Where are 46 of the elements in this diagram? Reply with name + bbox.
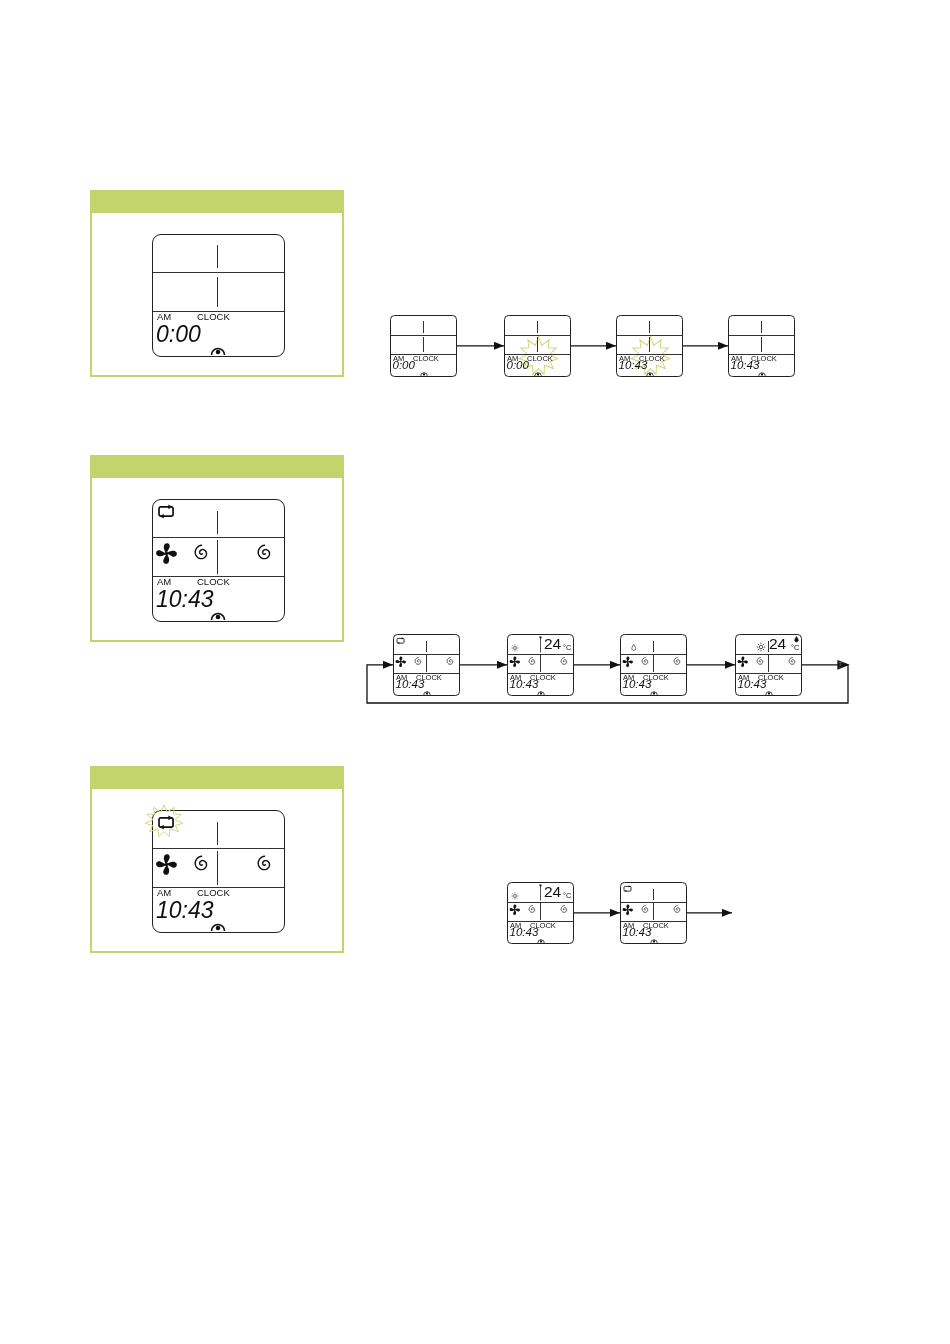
clock-label: CLOCK bbox=[197, 577, 230, 587]
time-readout: 10:43 bbox=[737, 679, 767, 691]
time-readout: 10:43 bbox=[622, 679, 652, 691]
arrow bbox=[685, 660, 736, 669]
arrow bbox=[366, 660, 850, 704]
lcd-display bbox=[152, 234, 285, 357]
arrow bbox=[681, 341, 729, 350]
time-readout: 10:43 bbox=[622, 927, 652, 939]
lcd-display bbox=[507, 882, 574, 944]
time-readout: 0:00 bbox=[156, 323, 201, 346]
arrow bbox=[685, 908, 733, 917]
temperature-readout: 24 bbox=[544, 884, 562, 900]
lcd-display bbox=[728, 315, 795, 377]
clock-label: CLOCK bbox=[197, 312, 230, 322]
time-readout: 10:43 bbox=[618, 360, 648, 372]
time-readout: 10:43 bbox=[156, 899, 214, 922]
arrow bbox=[458, 660, 508, 669]
display-panel bbox=[90, 455, 344, 642]
lcd-display bbox=[620, 882, 687, 944]
display-panel bbox=[90, 190, 344, 377]
lcd-display bbox=[504, 315, 571, 377]
arrow bbox=[572, 908, 621, 917]
temperature-readout: 24 bbox=[769, 636, 787, 652]
time-readout: 10:43 bbox=[509, 927, 539, 939]
time-readout: 10:43 bbox=[509, 679, 539, 691]
time-readout: 10:43 bbox=[730, 360, 760, 372]
clock-label: CLOCK bbox=[197, 888, 230, 898]
temperature-readout: 24 bbox=[544, 636, 562, 652]
am-indicator: AM bbox=[157, 888, 172, 898]
time-readout: 0:00 bbox=[392, 360, 415, 372]
display-panel bbox=[90, 766, 344, 953]
arrow bbox=[455, 341, 505, 350]
lcd-display bbox=[393, 634, 460, 696]
am-indicator: AM bbox=[157, 577, 172, 587]
lcd-display bbox=[507, 634, 574, 696]
time-readout: 0:00 bbox=[506, 360, 529, 372]
arrow bbox=[569, 341, 617, 350]
am-indicator: AM bbox=[157, 312, 172, 322]
lcd-display bbox=[152, 499, 285, 622]
lcd-display bbox=[390, 315, 457, 377]
time-readout: 10:43 bbox=[395, 679, 425, 691]
lcd-display bbox=[620, 634, 687, 696]
arrow bbox=[572, 660, 621, 669]
lcd-display bbox=[616, 315, 683, 377]
time-readout: 10:43 bbox=[156, 588, 214, 611]
lcd-display bbox=[735, 634, 802, 696]
